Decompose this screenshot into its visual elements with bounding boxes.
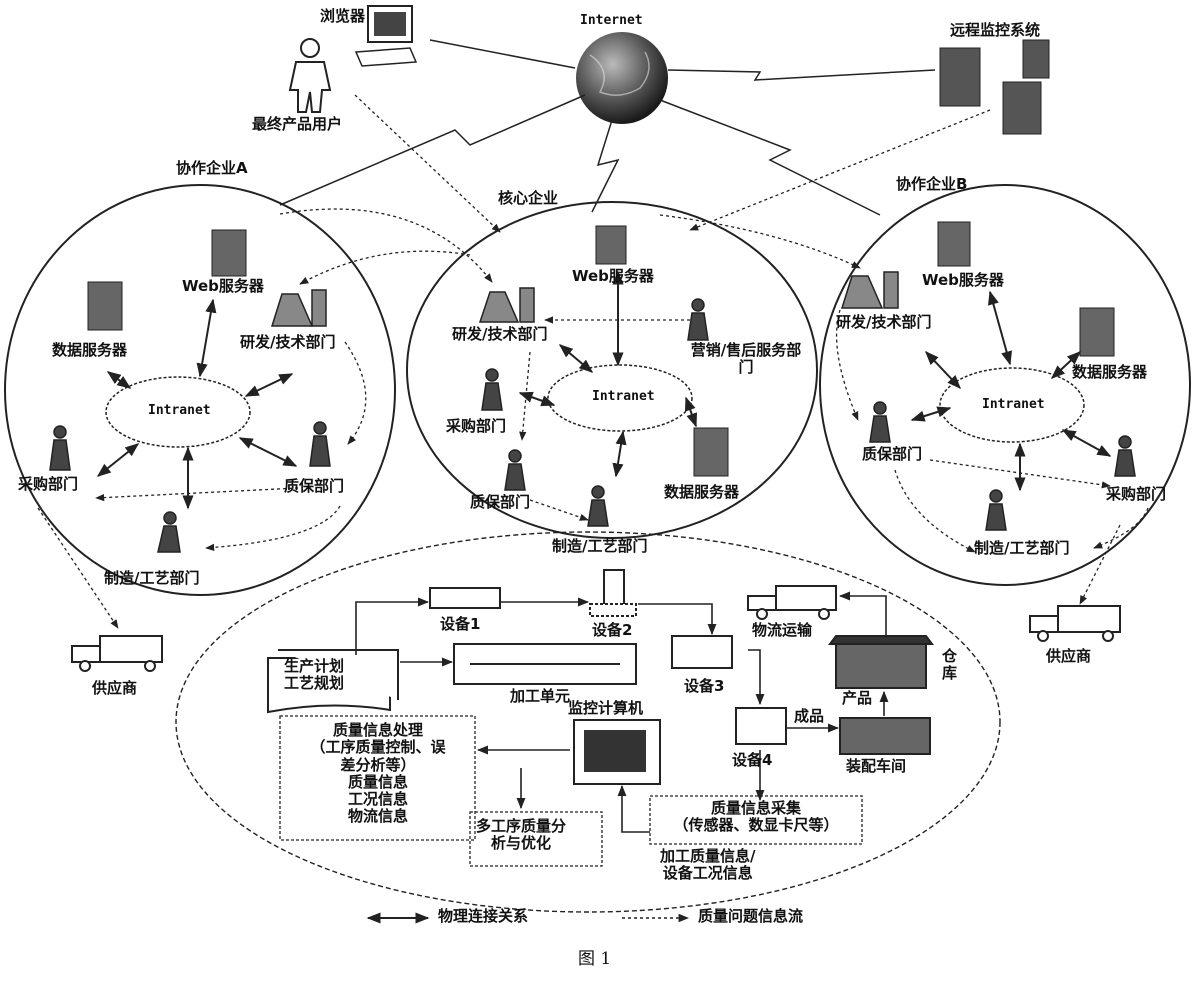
partner-a-intranet-label: Intranet (148, 403, 211, 418)
device1-label: 设备1 (440, 615, 481, 633)
physical-links (96, 270, 1112, 510)
production-plan-label: 生产计划 工艺规划 (284, 657, 345, 693)
remote-monitoring-label: 远程监控系统 (950, 21, 1041, 39)
core-purchasing-label: 采购部门 (446, 417, 507, 435)
internet-label: Internet (580, 13, 643, 28)
shopfloor-boundary (175, 531, 1001, 913)
core-data-server-label: 数据服务器 (664, 483, 740, 501)
info-flow-links (37, 94, 1149, 629)
partner-b-qa-label: 质保部门 (862, 445, 923, 463)
partner-b-boundary (819, 184, 1191, 586)
machining-info-label: 加工质量信息/ 设备工况信息 (660, 847, 756, 883)
internet-globe-icon (576, 32, 668, 124)
core-manufacturing-label: 制造/工艺部门 (552, 537, 648, 555)
partner-b-intranet-label: Intranet (982, 397, 1045, 412)
supplier-left-label: 供应商 (92, 679, 138, 697)
server-icon (87, 221, 1115, 477)
remote-servers-icon (939, 39, 1050, 135)
info-boxes (279, 715, 863, 867)
partner-b-web-server-label: Web服务器 (922, 271, 1004, 289)
machining-cell-label: 加工单元 (510, 687, 571, 705)
partner-a-boundary (4, 184, 396, 596)
truck-icon (71, 585, 1121, 672)
device2-label: 设备2 (592, 621, 633, 639)
warehouse-label: 仓 库 (942, 647, 958, 683)
partner-b-data-server-label: 数据服务器 (1072, 363, 1148, 381)
end-user-icon (288, 38, 332, 113)
internet-links (279, 39, 936, 216)
partner-b-manufacturing-label: 制造/工艺部门 (974, 539, 1070, 557)
core-title: 核心企业 (498, 189, 559, 207)
multi-process-box: 多工序质量分 析与优化 (476, 817, 567, 853)
worker-icon (49, 298, 1136, 553)
end-user-label: 最终产品用户 (252, 115, 343, 133)
product-label: 产品 (842, 689, 873, 707)
lab-icon (270, 271, 899, 327)
partner-a-data-server-label: 数据服务器 (52, 341, 128, 359)
partner-a-manufacturing-label: 制造/工艺部门 (104, 569, 200, 587)
intranet-cloud (105, 364, 1085, 448)
partner-a-purchasing-label: 采购部门 (18, 475, 79, 493)
core-intranet-label: Intranet (592, 389, 655, 404)
device3-label: 设备3 (684, 677, 725, 695)
shopfloor-equipment (267, 569, 787, 745)
monitor-computer-label: 监控计算机 (568, 699, 644, 717)
shopfloor-flows (355, 591, 889, 833)
supplier-right-label: 供应商 (1046, 647, 1092, 665)
quality-processing-box: 质量信息处理 （工序质量控制、误 差分析等） 质量信息 工况信息 物流信息 (310, 721, 446, 826)
device4-label: 设备4 (732, 751, 773, 769)
finished-product-label: 成品 (794, 707, 825, 725)
quality-collection-box: 质量信息采集 （传感器、数显卡尺等） (673, 799, 839, 835)
monitor-computer-icon (573, 719, 661, 785)
assembly-shop-label: 装配车间 (846, 757, 907, 775)
browser-label: 浏览器 (320, 7, 366, 25)
browser-computer-icon (354, 5, 418, 67)
figure-caption: 图 1 (578, 949, 612, 969)
partner-b-purchasing-label: 采购部门 (1106, 485, 1167, 503)
core-qa-label: 质保部门 (470, 493, 531, 511)
assembly-shop-icon (839, 717, 931, 755)
core-sales-label: 营销/售后服务部门 (690, 341, 802, 377)
legend-physical-label: 物理连接关系 (438, 907, 529, 925)
logistics-label: 物流运输 (752, 621, 813, 639)
core-rd-label: 研发/技术部门 (452, 325, 548, 343)
partner-b-title: 协作企业B (896, 175, 968, 193)
legend-info-flow-label: 质量问题信息流 (698, 907, 804, 925)
core-web-server-label: Web服务器 (572, 267, 654, 285)
core-boundary (406, 201, 818, 539)
partner-b-rd-label: 研发/技术部门 (836, 313, 932, 331)
warehouse-icon (828, 635, 934, 689)
partner-a-qa-label: 质保部门 (284, 477, 345, 495)
partner-a-rd-label: 研发/技术部门 (240, 333, 336, 351)
partner-a-title: 协作企业A (176, 159, 248, 177)
partner-a-web-server-label: Web服务器 (182, 277, 264, 295)
